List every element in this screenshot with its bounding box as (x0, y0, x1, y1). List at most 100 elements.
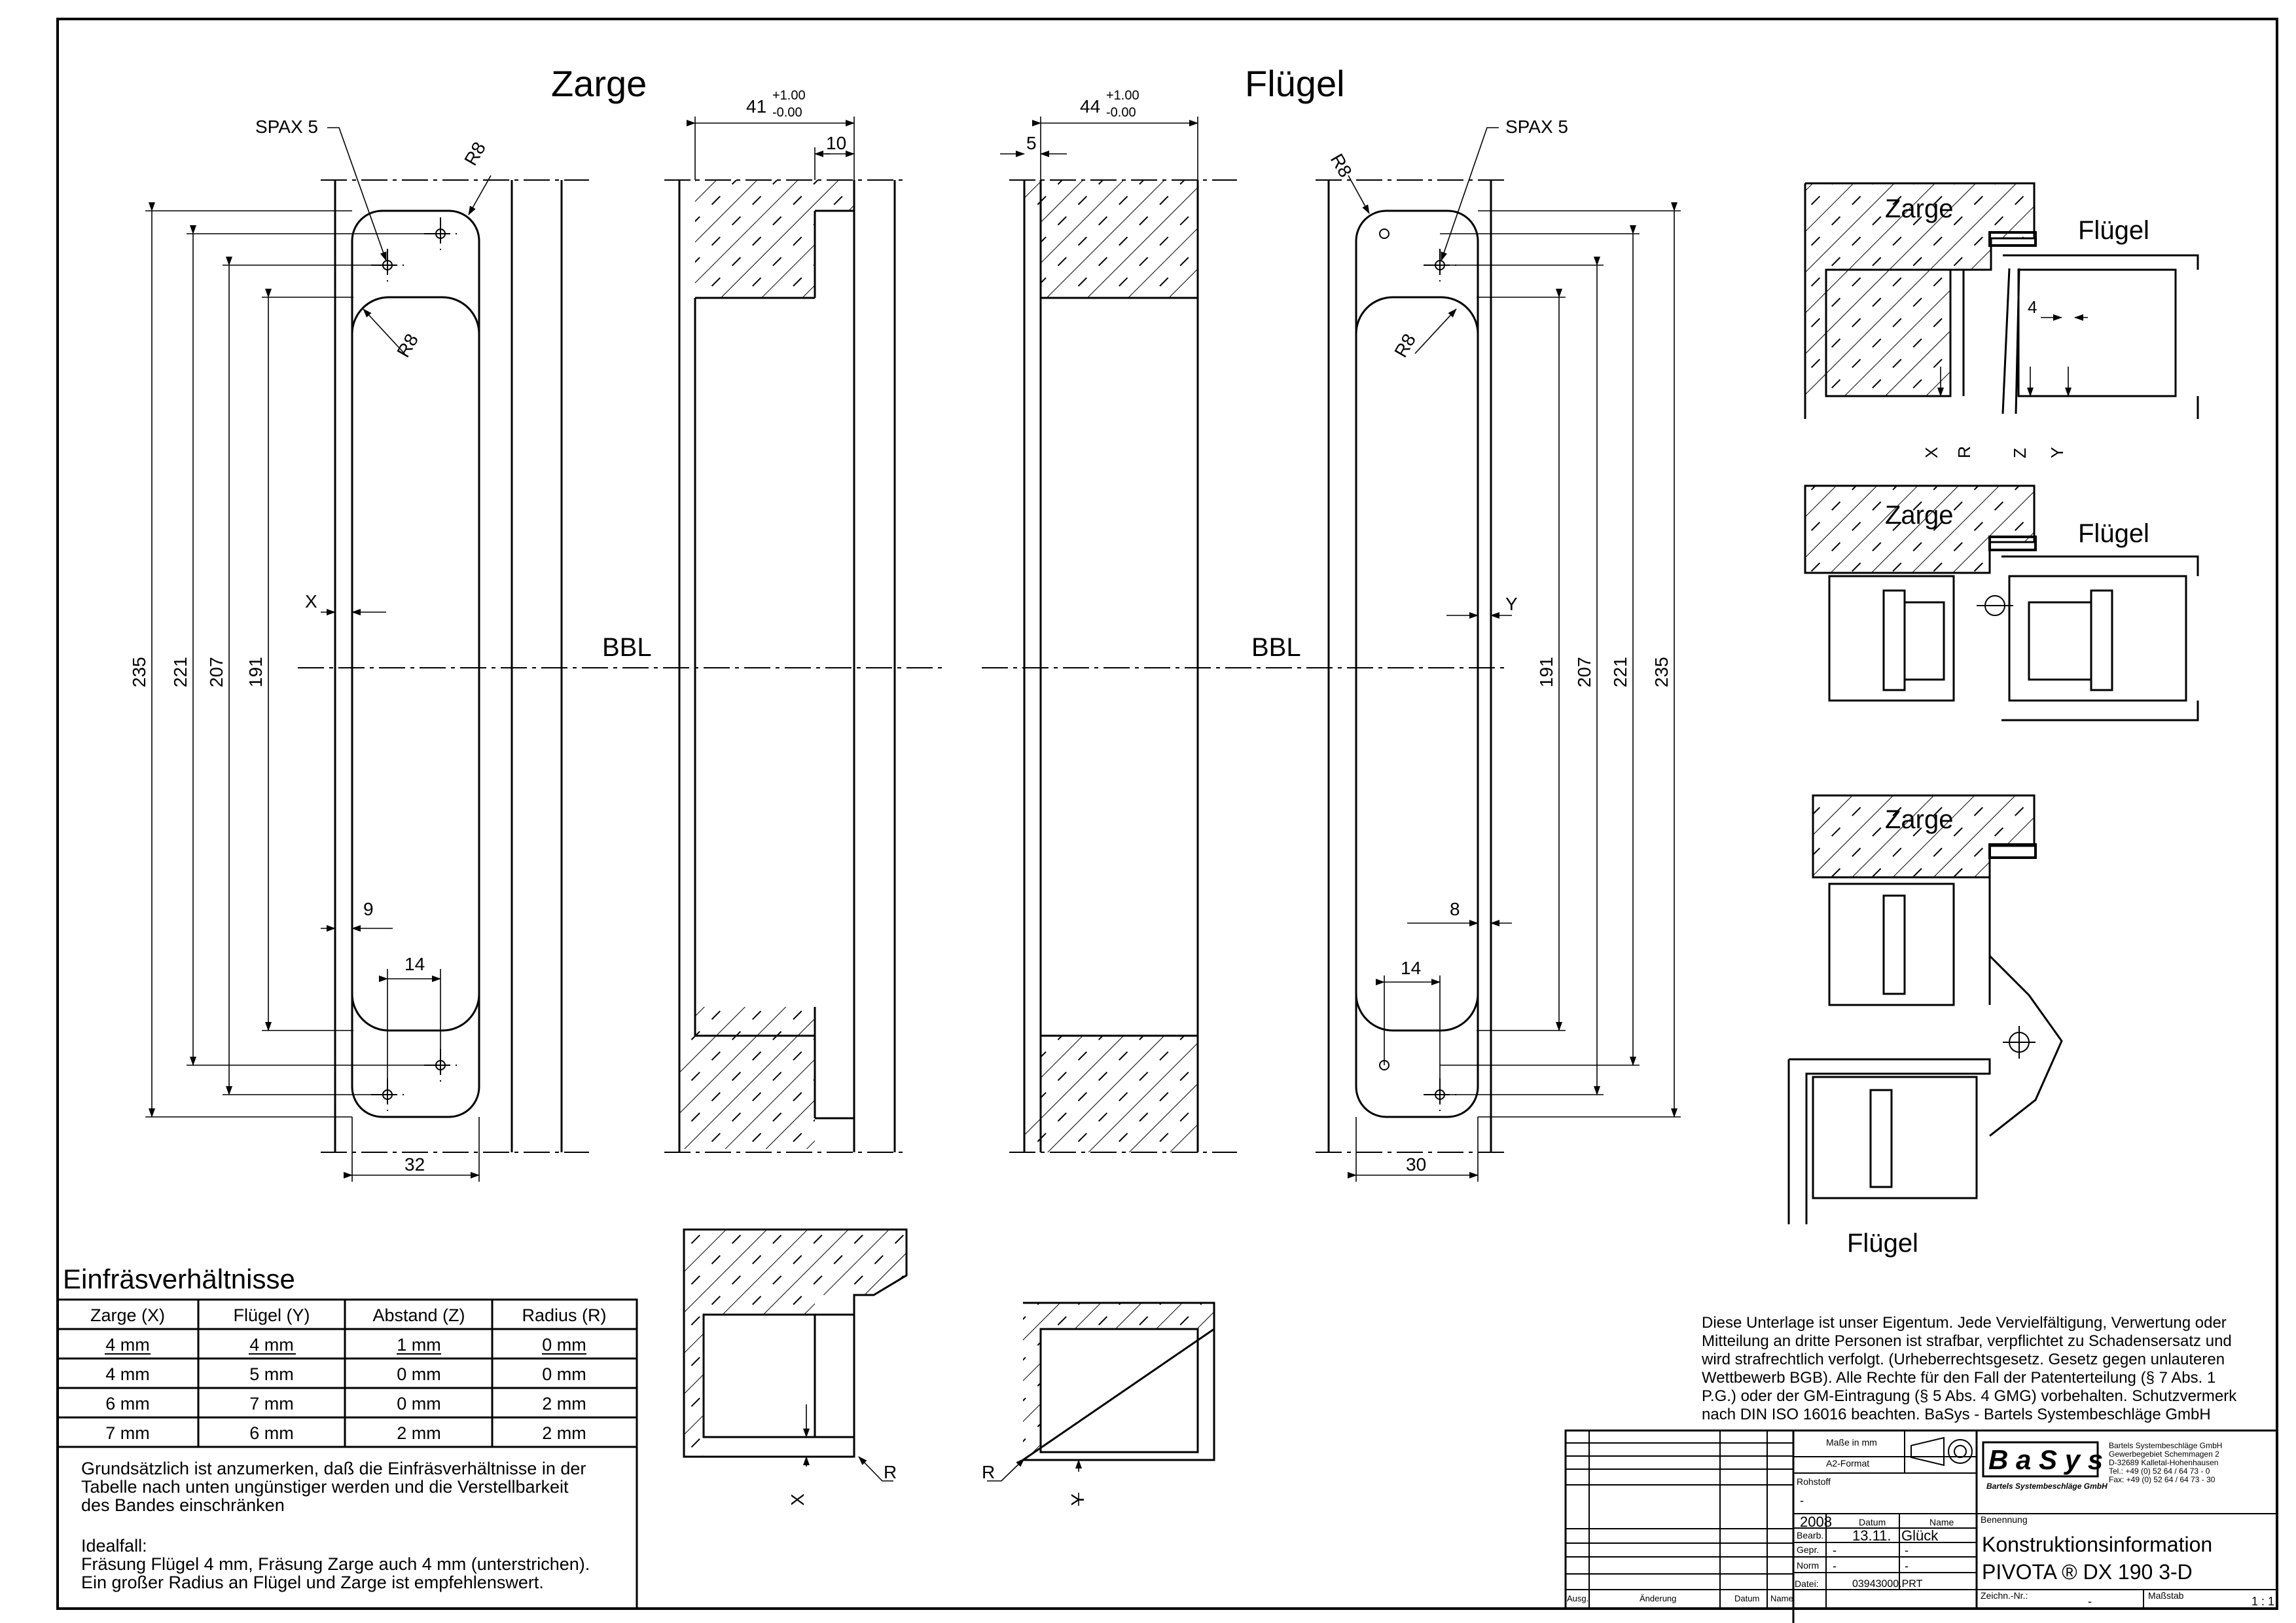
hinge1-r: R (1954, 446, 1974, 458)
tb-bearb: Bearb. (1797, 1530, 1823, 1541)
header-fluegel: Flügel (Y) (233, 1305, 310, 1325)
header-radius: Radius (R) (522, 1305, 606, 1325)
cell: 4 mm (105, 1335, 150, 1355)
projection-symbol-icon (1910, 1436, 1973, 1467)
tb-norm-dash2: - (1905, 1559, 1909, 1573)
tb-datum-head: Datum (1859, 1517, 1886, 1527)
basys-logo: B a S y s Bartels Systembeschläge GmbH (1982, 1441, 2108, 1491)
company-line: Bartels Systembeschläge GmbH (2109, 1441, 2222, 1450)
copyright-notice: Diese Unterlage ist unser Eigentum. Jede… (1701, 1314, 2237, 1423)
dim-9: 9 (363, 899, 374, 919)
cell: 7 mm (249, 1394, 294, 1413)
hinge-detail-closed: 4 Zarge Flügel X R Z Y (1804, 182, 2199, 458)
dim-30: 30 (1406, 1154, 1426, 1175)
sheet-border (56, 18, 2278, 1610)
spax-label-right: SPAX 5 (1505, 117, 1568, 137)
cell: 6 mm (249, 1423, 294, 1443)
tb-gepr-dash1: - (1833, 1544, 1837, 1557)
ideal-line: Fräsung Flügel 4 mm, Fräsung Zarge auch … (81, 1554, 590, 1574)
dim-8: 8 (1450, 899, 1460, 919)
cell: 5 mm (249, 1364, 294, 1384)
dim-5: 5 (1026, 133, 1037, 153)
leaf-front-view: 235 221 207 191 30 8 14 Y SPAX 5 R8 R8 (1316, 117, 1681, 1182)
tb-aenderung: Änderung (1640, 1594, 1676, 1603)
tb-massstab: 1 : 1 (2251, 1595, 2274, 1608)
hinge1-fluegel: Flügel (2078, 216, 2149, 245)
leaf-section-view: 44 +1.00 -0.00 5 (1000, 88, 1237, 1153)
cell: 6 mm (105, 1394, 150, 1413)
ideal-line: Ein großer Radius an Flügel und Zarge is… (81, 1573, 544, 1592)
cell: 4 mm (105, 1364, 150, 1384)
frame-milling-detail: X R (683, 1228, 908, 1506)
tb-ausg: Ausg. (1567, 1594, 1588, 1603)
dim-44: 44 (1080, 96, 1100, 117)
notice-line: Diese Unterlage ist unser Eigentum. Jede… (1702, 1314, 2227, 1332)
table-row: 7 mm 6 mm 2 mm 2 mm (105, 1423, 586, 1443)
tb-benennung: Benennung (1981, 1514, 2028, 1525)
cell: 0 mm (542, 1335, 586, 1355)
hinge1-x: X (1922, 447, 1941, 458)
table-row: 6 mm 7 mm 0 mm 2 mm (105, 1394, 586, 1413)
table-row: 4 mm 4 mm 1 mm 0 mm (105, 1335, 586, 1355)
dim-235-left: 235 (129, 657, 149, 687)
tb-rohstoff-dash: - (1800, 1494, 1804, 1507)
leaf-title: Flügel (1245, 63, 1345, 104)
hinge3-zarge: Zarge (1885, 805, 1954, 834)
r8-label-inner-right: R8 (1390, 330, 1420, 361)
r-label-detail-frame: R (884, 1462, 897, 1482)
table-header-row: Zarge (X) Flügel (Y) Abstand (Z) Radius … (90, 1305, 607, 1325)
note-line: Tabelle nach unten ungünstiger werden un… (81, 1477, 569, 1497)
dim-14-right: 14 (1401, 958, 1421, 978)
ideal-line: Idealfall: (81, 1536, 147, 1556)
bbl-label-left: BBL (602, 633, 652, 662)
tol-plus-41: +1.00 (772, 88, 806, 103)
note-line: Grundsätzlich ist anzumerken, daß die Ei… (81, 1459, 586, 1478)
y-label-detail: Y (1067, 1493, 1088, 1506)
y-label-front: Y (1505, 594, 1518, 614)
tb-name-head: Name (1929, 1517, 1954, 1527)
title-block: Maße in mm A2-Format Rohstoff - 2008 Dat… (1564, 1429, 2278, 1623)
dim-4-hinge: 4 (2028, 297, 2037, 317)
cell: 7 mm (105, 1423, 150, 1443)
hinge3-fluegel: Flügel (1847, 1229, 1918, 1258)
leaf-milling-detail: Y R (982, 1302, 1215, 1506)
dim-191-right: 191 (1536, 657, 1556, 687)
tb-format: A2-Format (1826, 1458, 1869, 1468)
tb-norm: Norm (1797, 1560, 1819, 1571)
cell: 0 mm (542, 1364, 586, 1384)
x-label-detail: X (787, 1493, 808, 1506)
tb-bearb-date: 13.11. (1852, 1527, 1892, 1544)
cell: 1 mm (397, 1335, 441, 1355)
tb-rev-name: Name (1770, 1594, 1793, 1603)
dim-207-left: 207 (206, 657, 226, 687)
header-abstand: Abstand (Z) (372, 1305, 465, 1325)
frame-section-view: 41 +1.00 -0.00 10 (664, 88, 906, 1153)
tb-title2: PIVOTA ® DX 190 3-D (1982, 1560, 2193, 1584)
notice-line: nach DIN ISO 16016 beachten. BaSys - Bar… (1702, 1406, 2211, 1423)
r-label-detail-leaf: R (982, 1462, 995, 1482)
notice-line: P.G.) oder der GM-Eintragung (§ 5 Abs. 4… (1702, 1387, 2237, 1405)
logo-text: B a S y s (1988, 1444, 2103, 1475)
logo-sub: Bartels Systembeschläge GmbH (1986, 1482, 2108, 1491)
hinge-detail-open: Zarge Flügel (1804, 484, 2199, 721)
company-line: D-32689 Kalletal-Hohenhausen (2109, 1458, 2218, 1467)
cell: 2 mm (542, 1394, 586, 1413)
tb-rev-datum: Datum (1734, 1594, 1759, 1603)
company-line: Gewerbegebiet Schemmagen 2 (2109, 1450, 2219, 1459)
tol-minus-44: -0.00 (1106, 105, 1136, 120)
hinge2-fluegel: Flügel (2078, 519, 2149, 548)
cell: 2 mm (397, 1423, 441, 1443)
tb-zeichn-dash: - (2088, 1595, 2092, 1608)
tb-gepr-dash2: - (1905, 1544, 1909, 1557)
dim-14-left: 14 (404, 954, 425, 974)
tb-datei: 03943000.PRT (1852, 1578, 1923, 1590)
tb-zeichn-nr: Zeichn.-Nr.: (1981, 1590, 2028, 1601)
dim-32: 32 (404, 1154, 425, 1175)
tb-bearb-name: Glück (1901, 1527, 1939, 1544)
table-row: 4 mm 5 mm 0 mm 0 mm (105, 1364, 586, 1384)
cell: 0 mm (397, 1364, 441, 1384)
tb-massstab-label: Maßstab (2148, 1590, 2184, 1601)
milling-table: Einfräsverhältnisse Zarge (X) Flügel (Y)… (56, 1264, 638, 1610)
frame-title: Zarge (551, 63, 647, 104)
